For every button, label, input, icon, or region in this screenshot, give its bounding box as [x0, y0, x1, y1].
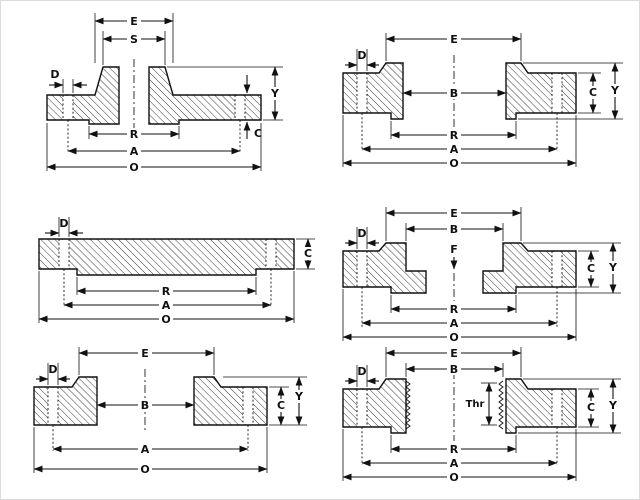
- panel-lap-joint-flange: E B D C Y A O: [33, 347, 307, 476]
- flange-cross-section: [33, 369, 268, 451]
- dimensions: E B F D C Y R A O: [342, 207, 621, 344]
- dim-label-c: C: [304, 247, 312, 260]
- dim-label-a: A: [141, 443, 150, 456]
- dim-label-r: R: [450, 443, 459, 456]
- dim-label-a: A: [450, 457, 459, 470]
- dim-label-d: D: [357, 365, 366, 378]
- flange-cross-section: [46, 59, 262, 153]
- dim-label-d: D: [50, 68, 59, 81]
- dim-label-e: E: [130, 15, 138, 28]
- dim-label-r: R: [130, 128, 139, 141]
- flange-cross-section: [38, 238, 295, 307]
- panel-weld-neck-flange: E S D Y C R A O: [46, 13, 283, 174]
- panel-socket-weld-flange: E B F D C Y R A O: [342, 207, 621, 344]
- dim-label-o: O: [129, 161, 138, 174]
- dim-label-y: Y: [610, 84, 620, 97]
- dim-label-a: A: [130, 145, 139, 158]
- dim-label-s: S: [130, 33, 138, 46]
- dim-label-y: Y: [294, 390, 304, 403]
- dim-label-e: E: [450, 207, 458, 220]
- dimensions: E B D C Y A O: [33, 347, 307, 476]
- panel-threaded-flange: E B D Thr C Y R A O: [342, 347, 621, 484]
- dim-label-y: Y: [608, 261, 618, 274]
- dim-label-o: O: [449, 331, 458, 344]
- dim-label-b: B: [141, 399, 149, 412]
- dim-label-e: E: [141, 347, 149, 360]
- thread-profile: [405, 380, 411, 430]
- dimensions: E S D Y C R A O: [46, 13, 283, 174]
- dimensions: E B D Thr C Y R A O: [342, 347, 621, 484]
- dim-label-e: E: [450, 347, 458, 360]
- dim-label-thr: Thr: [466, 399, 485, 410]
- dim-label-c: C: [277, 399, 285, 412]
- flange-cross-section: [342, 371, 577, 465]
- dim-label-b: B: [450, 87, 458, 100]
- dim-label-r: R: [162, 285, 171, 298]
- dim-label-e: E: [450, 33, 458, 46]
- dim-label-d: D: [357, 49, 366, 62]
- dim-label-d: D: [59, 217, 68, 230]
- dim-label-r: R: [450, 303, 459, 316]
- dim-label-a: A: [450, 143, 459, 156]
- panel-slip-on-flange: E B D C Y R A O: [342, 33, 623, 170]
- dim-label-b: B: [450, 223, 458, 236]
- flange-cross-section: [342, 242, 577, 327]
- dim-label-a: A: [450, 317, 459, 330]
- flange-cross-section: [342, 55, 577, 151]
- dim-label-c: C: [589, 86, 597, 99]
- dim-label-c: C: [587, 401, 595, 414]
- panel-blind-flange: D C R A O: [38, 217, 315, 326]
- dim-label-a: A: [162, 299, 171, 312]
- dim-label-o: O: [449, 157, 458, 170]
- dim-label-o: O: [140, 463, 149, 476]
- dim-label-c: C: [587, 262, 595, 275]
- dim-label-o: O: [161, 313, 170, 326]
- dim-label-d: D: [357, 227, 366, 240]
- dim-label-o: O: [449, 471, 458, 484]
- dim-label-f: F: [450, 243, 458, 256]
- dim-label-r: R: [450, 129, 459, 142]
- dimensions: E B D C Y R A O: [342, 33, 623, 170]
- dim-label-d: D: [48, 363, 57, 376]
- dim-label-y: Y: [270, 87, 280, 100]
- dimensions: D C R A O: [38, 217, 315, 326]
- thread-profile: [498, 380, 504, 430]
- dim-label-b: B: [450, 363, 458, 376]
- dim-label-y: Y: [608, 399, 618, 412]
- dim-label-c: C: [254, 127, 262, 140]
